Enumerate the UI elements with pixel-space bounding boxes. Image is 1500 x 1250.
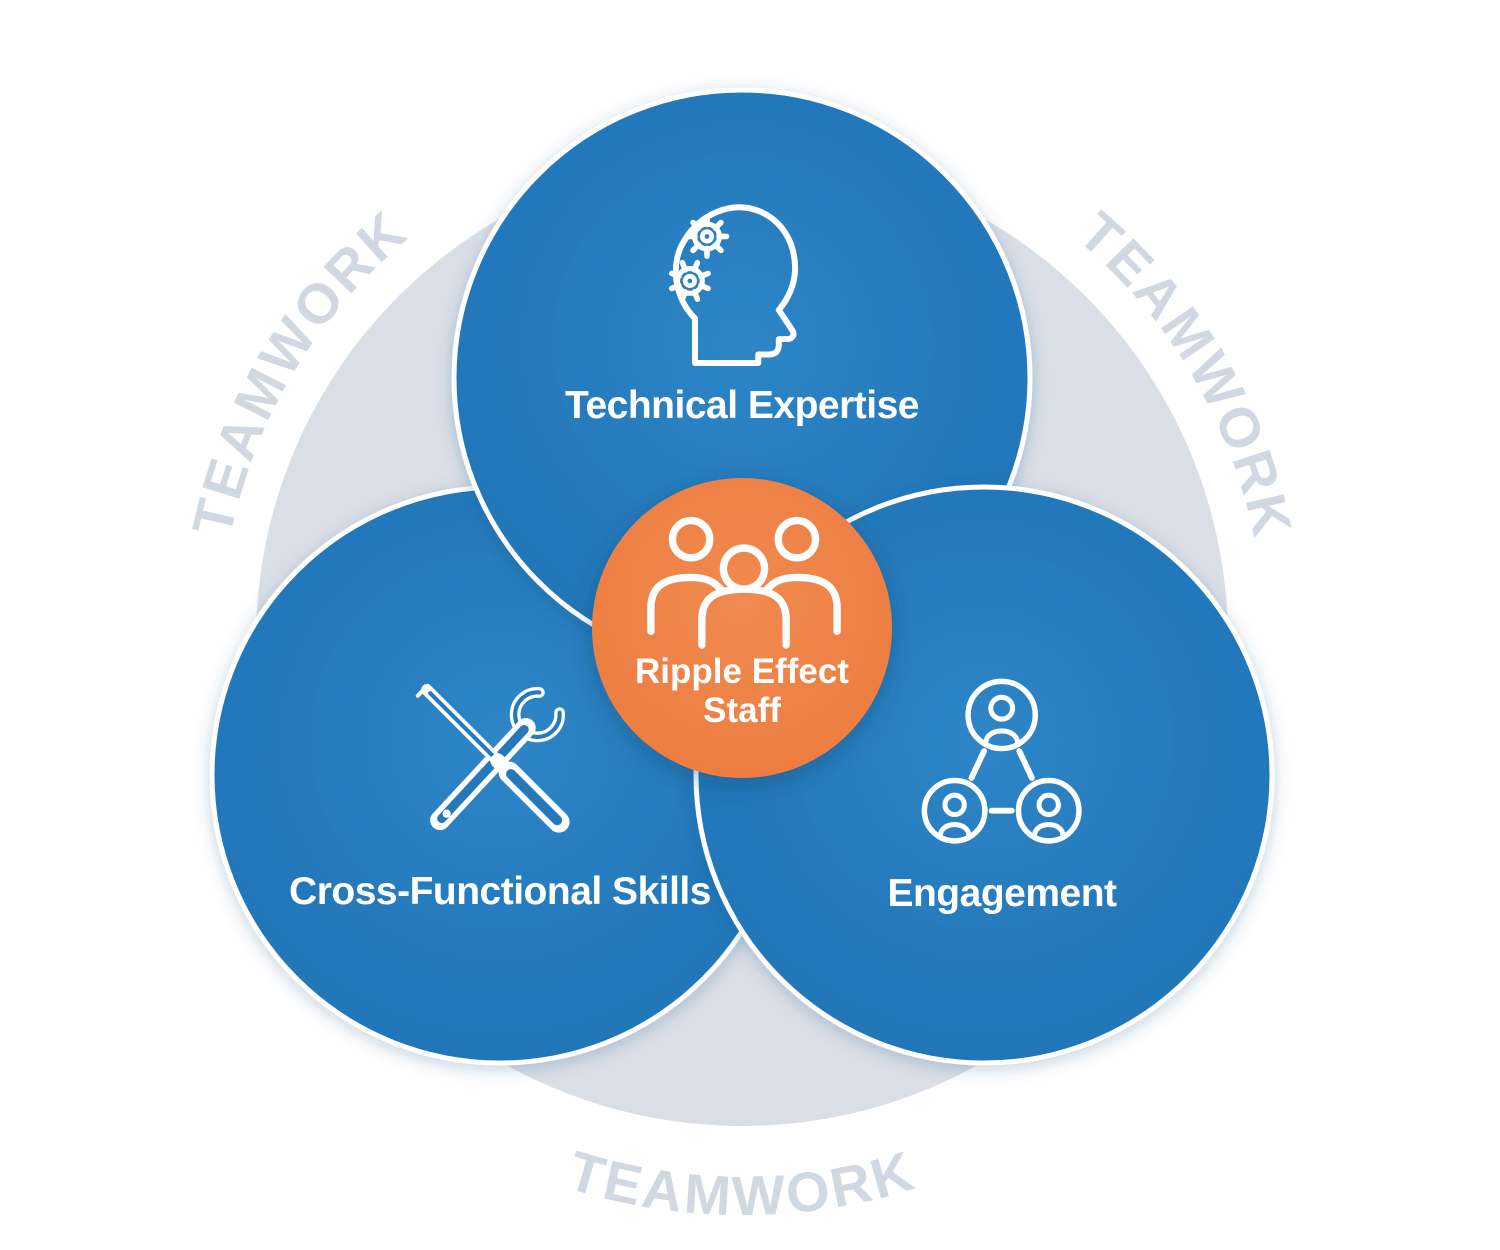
engagement-label: Engagement — [887, 872, 1117, 915]
gear-icon — [668, 259, 711, 302]
center-label-line1: Ripple Effect — [635, 652, 849, 691]
person-right-icon — [762, 516, 841, 635]
person-left-icon — [647, 516, 726, 635]
cross-functional-skills-label: Cross-Functional Skills — [289, 870, 711, 913]
person-node-icon — [921, 777, 988, 844]
teamwork-arc-bottom-label: TEAMWORK — [561, 1138, 919, 1227]
staff-group-icon — [647, 516, 841, 649]
network-connector-lines — [968, 748, 1035, 814]
head-with-gears-icon — [668, 204, 799, 366]
gear-icon — [684, 214, 730, 259]
head-outline — [672, 204, 799, 366]
person-center-icon — [698, 544, 790, 649]
teamwork-arc-bottom: TEAMWORK — [561, 1138, 922, 1227]
wrench-icon — [430, 687, 565, 831]
person-node-icon — [965, 678, 1039, 752]
wrench-handle-hole — [442, 809, 451, 818]
center-circle — [592, 478, 892, 778]
center-label-line2: Staff — [703, 691, 781, 730]
people-network-icon — [921, 678, 1082, 844]
screwdriver-wrench-icon — [415, 683, 570, 833]
technical-expertise-label: Technical Expertise — [565, 384, 919, 427]
person-node-icon — [1015, 777, 1082, 844]
screwdriver-icon — [415, 683, 570, 833]
